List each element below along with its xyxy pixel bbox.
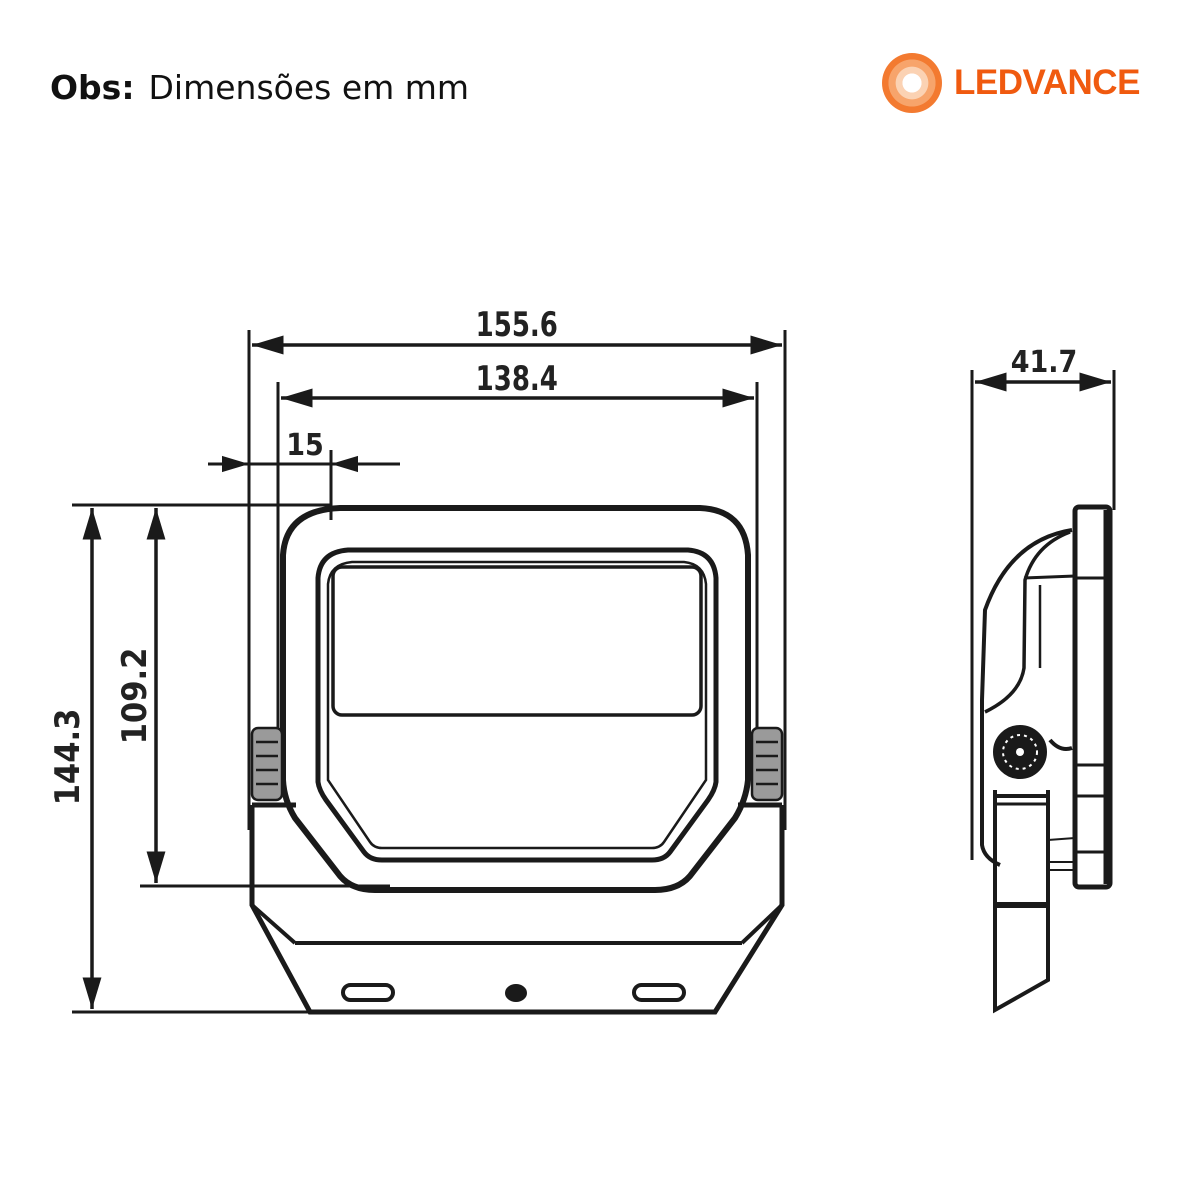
bracket-knob-left [250,726,284,802]
dimension-note: Obs: Dimensões em mm [50,68,469,107]
extension-lines [72,330,787,1014]
dim-text-bracket-width: 138.4 [476,360,558,399]
dim-text-body-height: 109.2 [115,648,155,745]
bracket-arm [993,790,1050,1014]
note-text: Dimensões em mm [148,68,470,107]
mounting-bracket [249,802,785,1015]
note-label: Obs: [50,68,135,107]
brand-logo: LEDVANCE [882,52,1140,114]
brand-name: LEDVANCE [954,63,1140,102]
dim-text-overall-height: 144.3 [48,709,88,806]
bezel-inner-line [326,560,708,850]
dim-text-overall-width: 155.6 [476,306,558,345]
rotation-knob [993,725,1047,779]
side-view [970,370,1116,1014]
dim-text-depth: 41.7 [1011,345,1078,380]
mounting-hole-center [505,984,527,1002]
housing-outer [280,505,751,893]
mounting-slot-right [632,983,686,1002]
front-view [72,330,787,1015]
bracket-knob-right [750,726,784,802]
dim-text-bracket-offset: 15 [286,428,324,463]
bezel [315,547,719,863]
ledvance-ring-logo-icon [882,53,942,113]
mounting-slot-left [341,983,395,1002]
heatsink-inner [984,530,1071,714]
led-window [331,565,703,717]
heatsink-body [980,528,1073,867]
